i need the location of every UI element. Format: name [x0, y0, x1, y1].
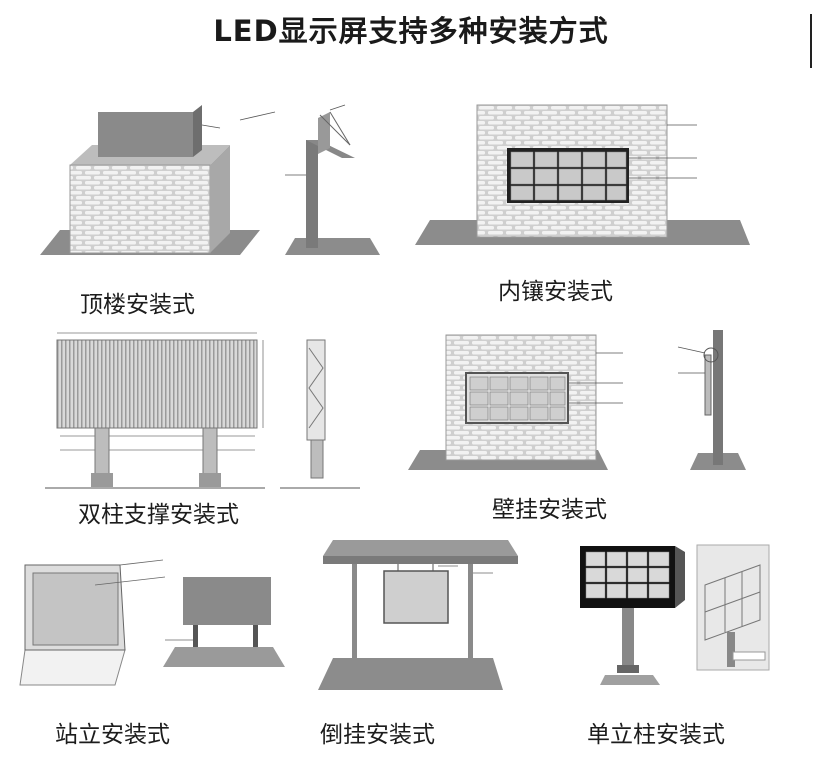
rooftop-install-label: 顶楼安装式 [80, 292, 195, 318]
standing-install-label: 站立安装式 [55, 722, 170, 748]
rooftop-install-diagram [30, 100, 390, 260]
embedded-install-label: 内镶安装式 [498, 279, 613, 305]
wall-mounted-install-label: 壁挂安装式 [492, 497, 607, 523]
page-title: LED显示屏支持多种安装方式 [213, 14, 609, 48]
hanging-install-label: 倒挂安装式 [320, 722, 435, 748]
double-column-install-diagram [45, 328, 365, 493]
wall-mounted-install-diagram [408, 325, 758, 475]
scroll-indicator [810, 14, 812, 68]
embedded-install-diagram [415, 100, 765, 250]
hanging-install-diagram [318, 538, 523, 698]
standing-install-diagram [15, 555, 290, 700]
double-column-install-label: 双柱支撑安装式 [78, 502, 239, 528]
single-column-install-label: 单立柱安装式 [587, 722, 725, 748]
single-column-install-diagram [575, 540, 775, 695]
